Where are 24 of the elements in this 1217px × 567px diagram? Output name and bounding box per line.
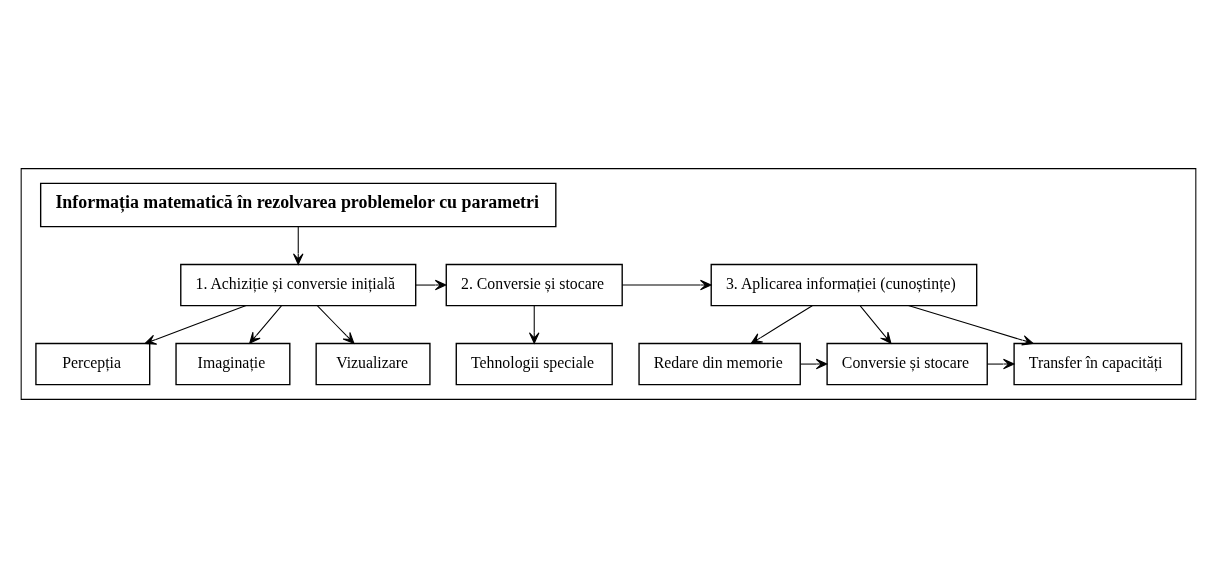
node-box: 1. Achiziție și conversie inițială — [180, 263, 417, 306]
node-box: Tehnologii speciale — [455, 342, 613, 385]
node-box: Imaginație — [175, 342, 291, 385]
arrow — [415, 279, 447, 290]
arrow — [144, 304, 247, 345]
arrow — [800, 358, 828, 369]
node-box: 2. Conversie și stocare — [445, 263, 623, 306]
arrow — [528, 304, 540, 344]
cluster — [20, 167, 1197, 400]
node-box: Conversie și stocare — [826, 342, 988, 385]
node-box: Transfer în capacități — [1013, 342, 1183, 385]
arrow — [621, 279, 712, 290]
node-box: Vizualizare — [315, 342, 431, 385]
arrow — [316, 304, 355, 344]
node-box: Percepția — [35, 342, 151, 385]
arrow — [859, 304, 892, 344]
node-box: 3. Aplicarea informației (cunoștințe) — [710, 263, 978, 306]
arrow — [750, 304, 813, 344]
arrow — [249, 304, 282, 344]
arrow — [907, 304, 1034, 345]
node-box: Redare din memorie — [638, 342, 801, 385]
arrow — [986, 358, 1015, 369]
node-box: Informația matematică în rezolvarea problemelor cu parametri — [39, 182, 557, 227]
arrow — [292, 225, 304, 265]
